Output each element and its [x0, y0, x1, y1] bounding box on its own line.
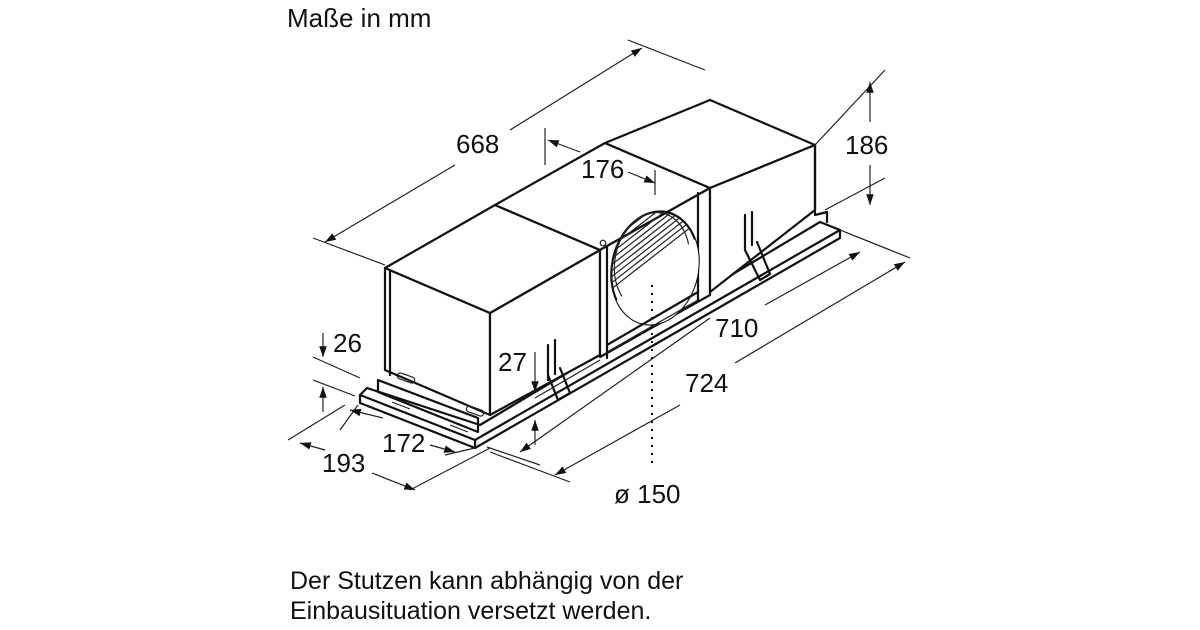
dim-length-outer: 724 [685, 368, 728, 398]
dim-depth-outer: 193 [322, 448, 365, 478]
dim-flange-top: 26 [333, 328, 362, 358]
note-line-1: Der Stutzen kann abhängig von der [290, 567, 684, 595]
installation-note: Der Stutzen kann abhängig von der Einbau… [290, 566, 683, 626]
dim-bracket-height: 27 [498, 347, 527, 377]
dim-outlet-offset: 176 [581, 154, 624, 184]
note-line-2: Einbausituation versetzt werden. [290, 597, 652, 625]
duct-section [493, 141, 712, 360]
dim-depth-inner: 172 [382, 428, 425, 458]
dim-length-top: 668 [456, 129, 499, 159]
dimension-lines [287, 39, 911, 491]
page-title: Maße in mm [287, 3, 432, 33]
dim-height: 186 [845, 130, 888, 160]
dim-length-inner: 710 [715, 313, 758, 343]
left-box [376, 203, 602, 434]
right-box [603, 98, 829, 294]
dim-outlet-diameter: ø 150 [614, 479, 681, 509]
